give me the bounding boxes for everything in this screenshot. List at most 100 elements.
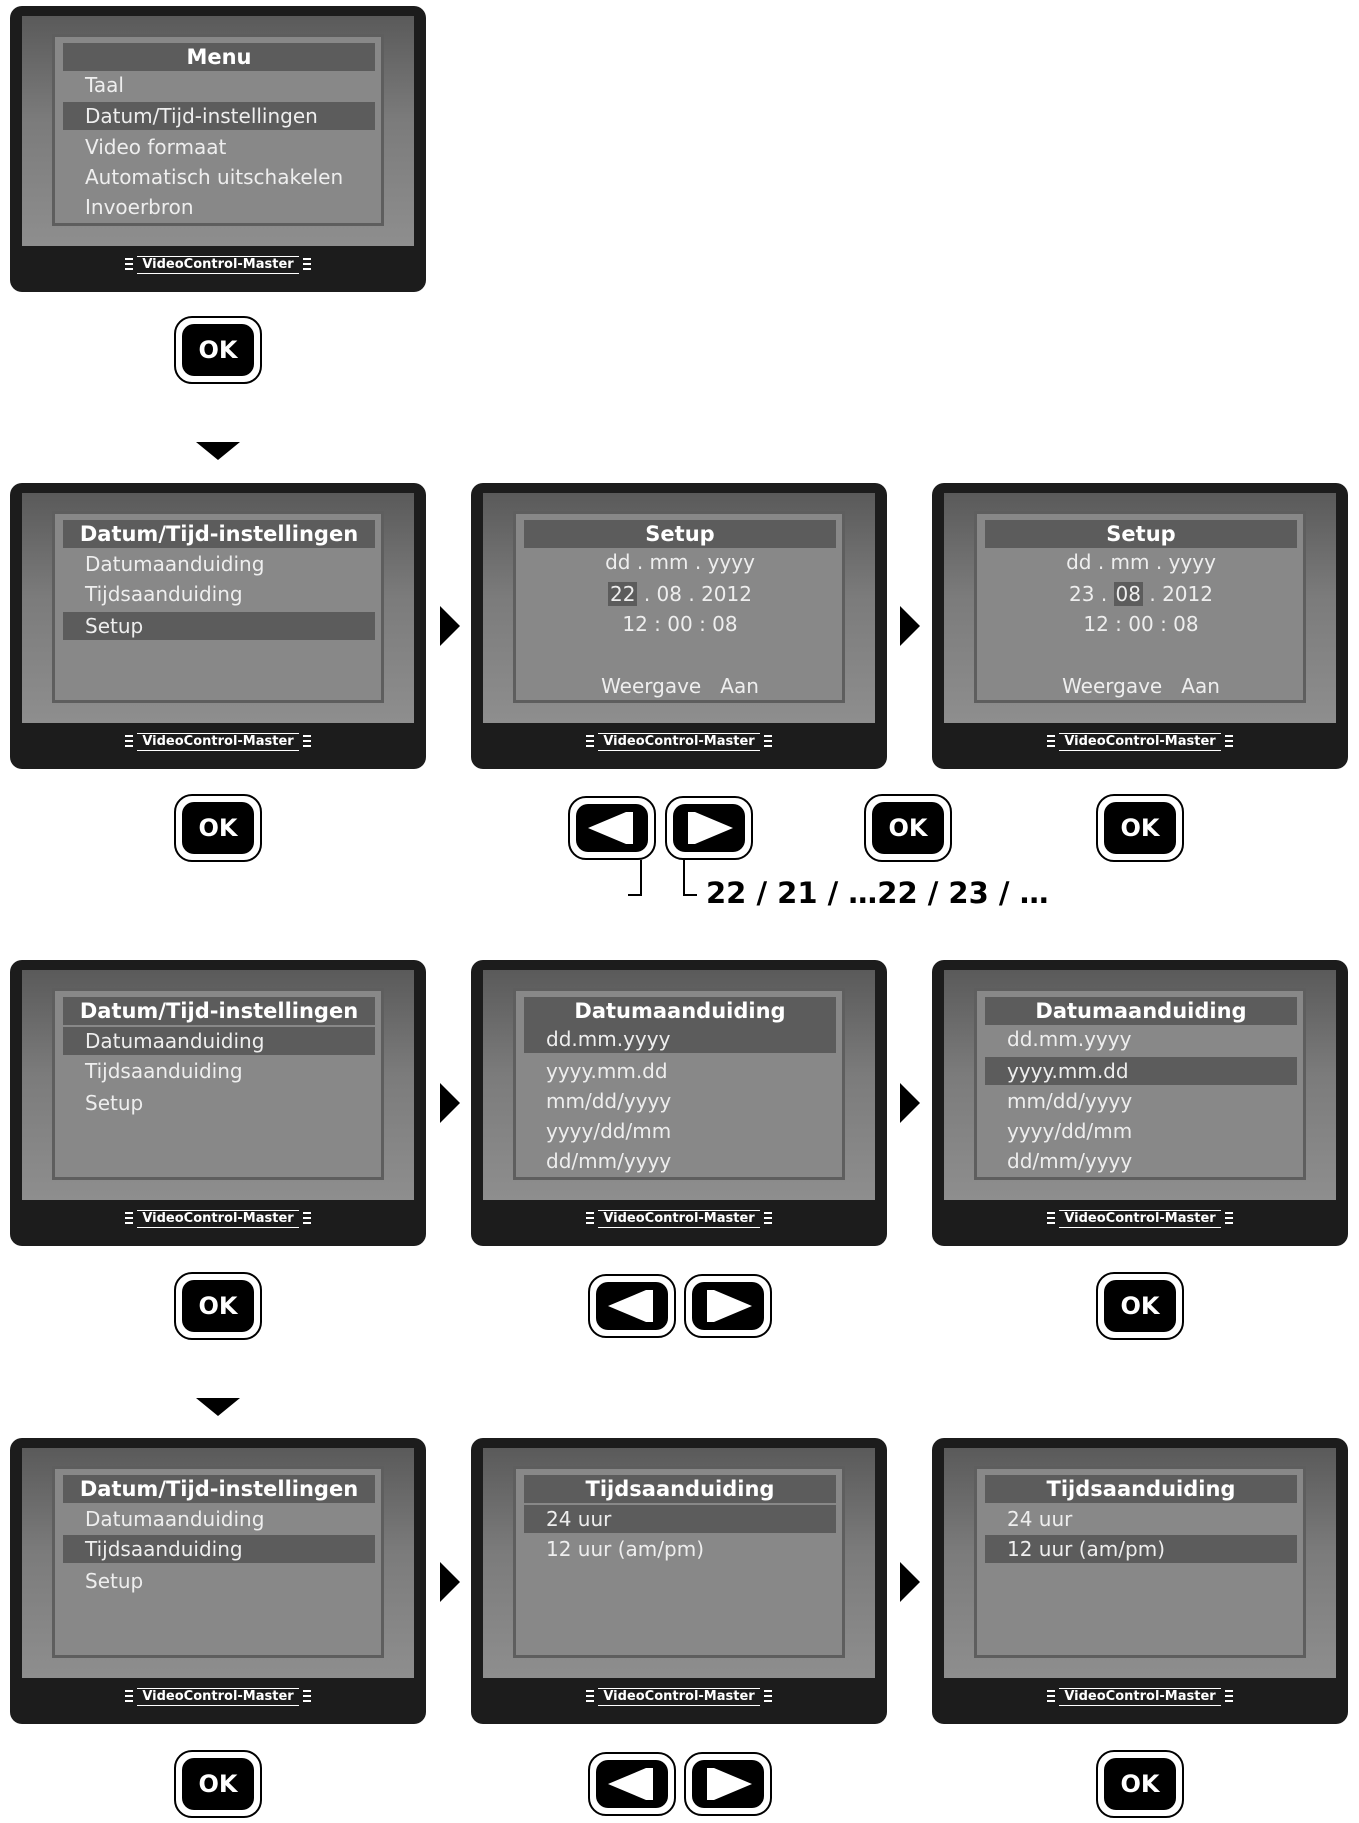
format-option[interactable]: yyyy.mm.dd xyxy=(985,1057,1297,1085)
format-option[interactable]: dd/mm/yyyy xyxy=(546,1149,672,1173)
left-bracket xyxy=(628,860,642,896)
datum1-device: Datumaanduiding dd.mm.yyyy yyyy.mm.dd mm… xyxy=(471,960,887,1246)
screen-title: Tijdsaanduiding xyxy=(985,1475,1297,1503)
item-datumaanduiding[interactable]: Datumaanduiding xyxy=(85,552,265,576)
display-line: Weergave Aan xyxy=(601,674,759,698)
brand-label: VideoControl-Master xyxy=(471,1210,887,1228)
format-option[interactable]: mm/dd/yyyy xyxy=(1007,1089,1133,1113)
ok-button[interactable]: OK xyxy=(174,1750,262,1818)
time-option[interactable]: 12 uur (am/pm) xyxy=(546,1537,704,1561)
format-option[interactable]: yyyy/dd/mm xyxy=(546,1119,672,1143)
item-tijdsaanduiding[interactable]: Tijdsaanduiding xyxy=(85,1059,243,1083)
date-rest: . 08 . 2012 xyxy=(643,582,752,606)
dt-time-device: Datum/Tijd-instellingen Datumaanduiding … xyxy=(10,1438,426,1724)
screen-title: Datumaanduiding xyxy=(524,997,836,1025)
dt-setup-device: Datum/Tijd-instellingen Datumaanduiding … xyxy=(10,483,426,769)
setup1-device: Setup dd . mm . yyyy 22 . 08 . 2012 12 :… xyxy=(471,483,887,769)
menu-item-automatisch-uitschakelen[interactable]: Automatisch uitschakelen xyxy=(85,165,344,189)
brand-label: VideoControl-Master xyxy=(932,733,1348,751)
brand-label: VideoControl-Master xyxy=(10,1688,426,1706)
format-option[interactable]: yyyy.mm.dd xyxy=(546,1059,668,1083)
menu-item-taal[interactable]: Taal xyxy=(85,73,124,97)
ok-button[interactable]: OK xyxy=(174,794,262,862)
left-arrow-button[interactable] xyxy=(568,796,656,860)
time-option[interactable]: 12 uur (am/pm) xyxy=(985,1535,1297,1563)
brand-label: VideoControl-Master xyxy=(471,1688,887,1706)
display-line: Weergave Aan xyxy=(1062,674,1220,698)
item-tijdsaanduiding[interactable]: Tijdsaanduiding xyxy=(85,582,243,606)
flow-right-arrow xyxy=(440,606,460,646)
right-arrow-button[interactable] xyxy=(665,796,753,860)
right-bracket xyxy=(683,860,697,896)
ok-button[interactable]: OK xyxy=(1096,1750,1184,1818)
menu-screen: Menu Taal Datum/Tijd-instellingen Video … xyxy=(52,34,384,226)
ok-button[interactable]: OK xyxy=(1096,794,1184,862)
brand-label: VideoControl-Master xyxy=(10,256,426,274)
ok-button[interactable]: OK xyxy=(864,794,952,862)
screen-title: Setup xyxy=(524,520,836,548)
flow-down-arrow xyxy=(196,1398,240,1416)
flow-right-arrow xyxy=(900,1083,920,1123)
datum2-device: Datumaanduiding dd.mm.yyyy yyyy.mm.dd mm… xyxy=(932,960,1348,1246)
brand-label: VideoControl-Master xyxy=(10,733,426,751)
tijd2-device: Tijdsaanduiding 24 uur 12 uur (am/pm) Vi… xyxy=(932,1438,1348,1724)
format-option[interactable]: mm/dd/yyyy xyxy=(546,1089,672,1113)
time-option[interactable]: 24 uur xyxy=(1007,1507,1073,1531)
menu-device: Menu Taal Datum/Tijd-instellingen Video … xyxy=(10,6,426,292)
screen-title: Menu xyxy=(63,43,375,71)
left-arrow-icon xyxy=(608,1290,646,1322)
item-datumaanduiding[interactable]: Datumaanduiding xyxy=(85,1507,265,1531)
brand-label: VideoControl-Master xyxy=(932,1210,1348,1228)
time-line: 12 : 00 : 08 xyxy=(1083,612,1199,636)
format-option[interactable]: dd.mm.yyyy xyxy=(1007,1027,1132,1051)
item-setup[interactable]: Setup xyxy=(63,612,375,640)
bezel: Menu Taal Datum/Tijd-instellingen Video … xyxy=(22,16,414,246)
date-year: . 2012 xyxy=(1149,582,1213,606)
time-line: 12 : 00 : 08 xyxy=(622,612,738,636)
left-arrow-button[interactable] xyxy=(588,1752,676,1816)
setup2-device: Setup dd . mm . yyyy 23 . 08 . 2012 12 :… xyxy=(932,483,1348,769)
screen-title: Datum/Tijd-instellingen xyxy=(63,1475,375,1503)
right-arrow-button[interactable] xyxy=(684,1274,772,1338)
right-arrow-button[interactable] xyxy=(684,1752,772,1816)
format-option[interactable]: yyyy/dd/mm xyxy=(1007,1119,1133,1143)
format-option[interactable]: dd/mm/yyyy xyxy=(1007,1149,1133,1173)
date-day: 23 . xyxy=(1069,582,1108,606)
sequence-label: 22 / 21 / …22 / 23 / … xyxy=(706,876,1049,910)
screen-title: Datum/Tijd-instellingen xyxy=(63,520,375,548)
screen-title: Datum/Tijd-instellingen xyxy=(63,997,375,1025)
brand-label: VideoControl-Master xyxy=(10,1210,426,1228)
menu-item-video-formaat[interactable]: Video formaat xyxy=(85,135,227,159)
menu-item-datum-tijd[interactable]: Datum/Tijd-instellingen xyxy=(63,102,375,130)
item-setup[interactable]: Setup xyxy=(85,1569,144,1593)
flow-right-arrow xyxy=(900,606,920,646)
ok-button[interactable]: OK xyxy=(1096,1272,1184,1340)
tijd1-device: Tijdsaanduiding 24 uur 12 uur (am/pm) Vi… xyxy=(471,1438,887,1724)
right-arrow-icon xyxy=(714,1768,752,1800)
item-tijdsaanduiding[interactable]: Tijdsaanduiding xyxy=(63,1535,375,1563)
brand-label: VideoControl-Master xyxy=(471,733,887,751)
ok-button[interactable]: OK xyxy=(174,316,262,384)
screen-title: Tijdsaanduiding xyxy=(524,1475,836,1503)
brand-label: VideoControl-Master xyxy=(932,1688,1348,1706)
time-option[interactable]: 24 uur xyxy=(524,1505,836,1533)
flow-right-arrow xyxy=(900,1562,920,1602)
date-line: 23 . 08 . 2012 xyxy=(985,580,1297,608)
screen-title: Setup xyxy=(985,520,1297,548)
screen-title: Datumaanduiding xyxy=(985,997,1297,1025)
flow-down-arrow xyxy=(196,442,240,460)
flow-right-arrow xyxy=(440,1083,460,1123)
flow-right-arrow xyxy=(440,1562,460,1602)
left-arrow-icon xyxy=(608,1768,646,1800)
date-month-field[interactable]: 08 xyxy=(1113,582,1143,606)
dt-date-device: Datum/Tijd-instellingen Datumaanduiding … xyxy=(10,960,426,1246)
right-arrow-icon xyxy=(714,1290,752,1322)
item-setup[interactable]: Setup xyxy=(85,1091,144,1115)
date-format: dd . mm . yyyy xyxy=(1066,550,1216,574)
format-option[interactable]: dd.mm.yyyy xyxy=(524,1025,836,1053)
menu-item-invoerbron[interactable]: Invoerbron xyxy=(85,195,194,219)
item-datumaanduiding[interactable]: Datumaanduiding xyxy=(63,1027,375,1055)
left-arrow-button[interactable] xyxy=(588,1274,676,1338)
date-day-field[interactable]: 22 xyxy=(608,582,638,606)
ok-button[interactable]: OK xyxy=(174,1272,262,1340)
